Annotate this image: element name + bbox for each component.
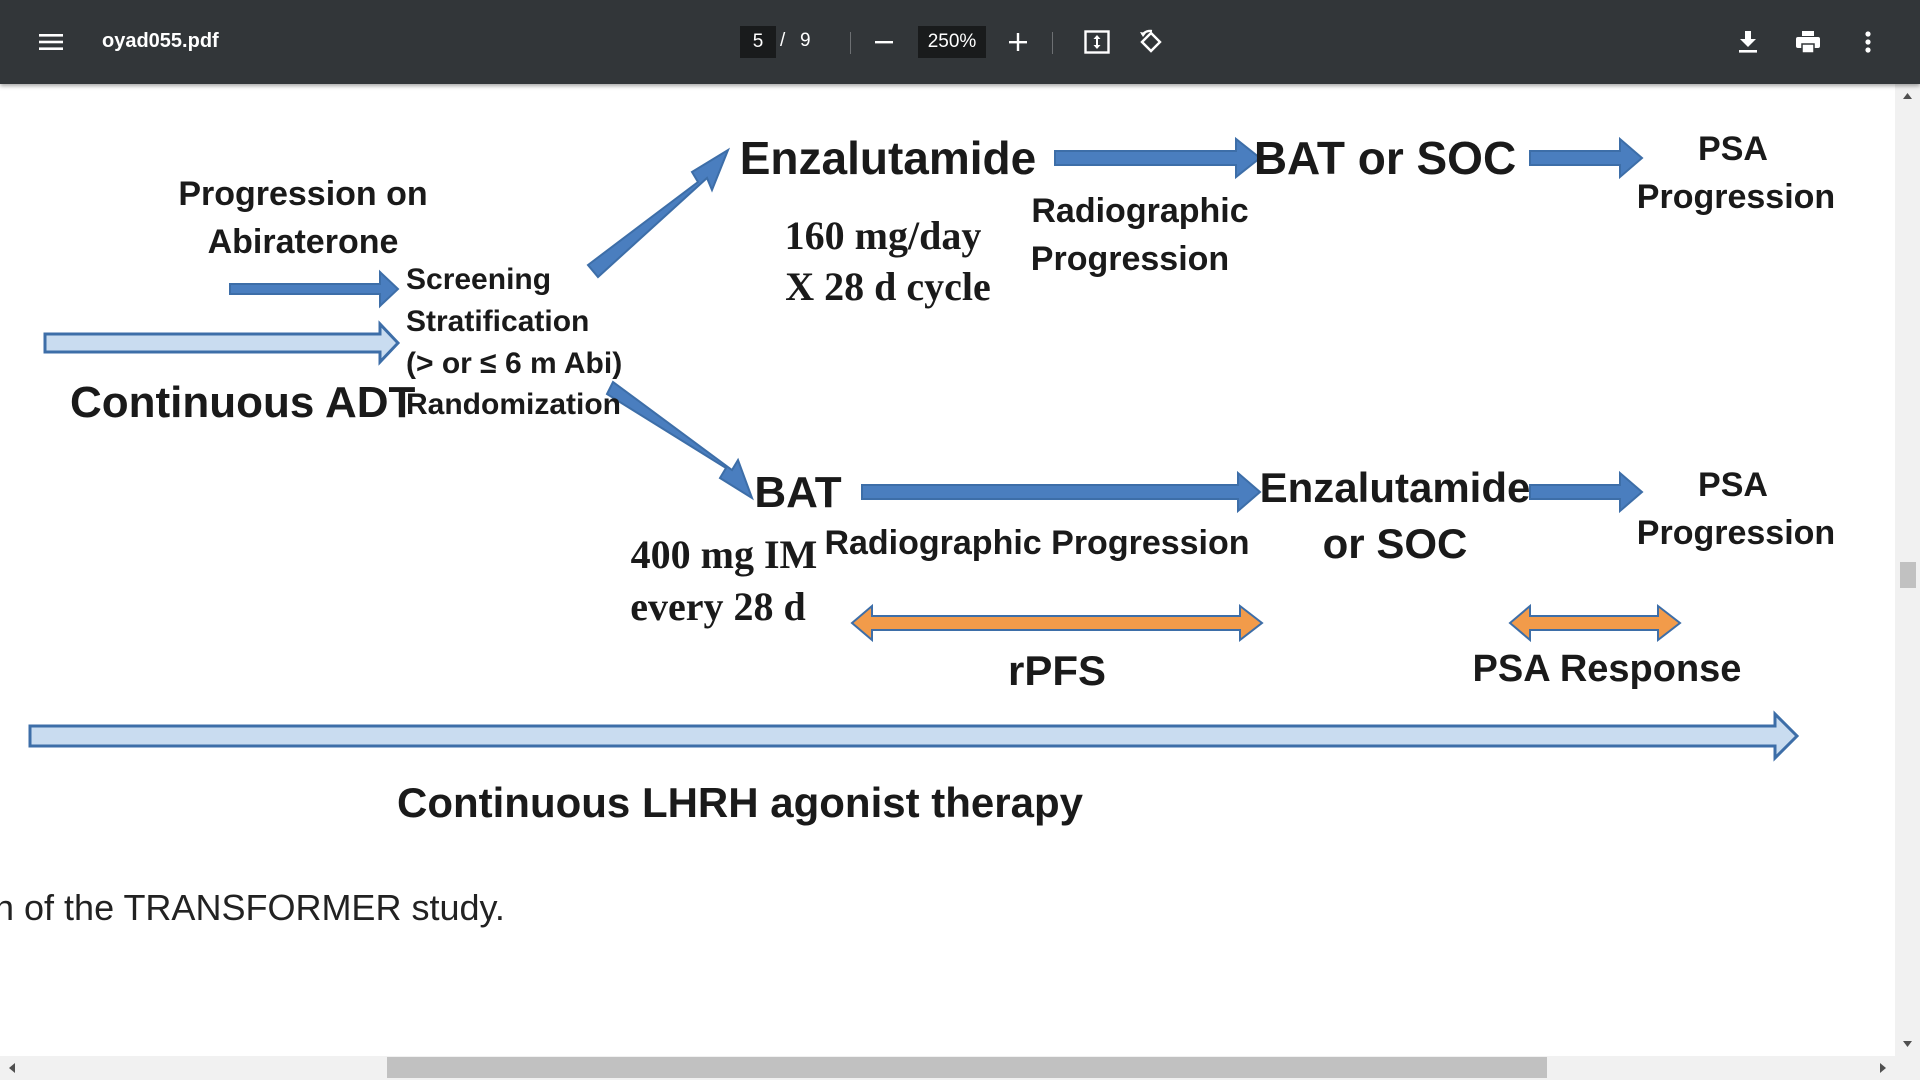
- abi-strat-label: (> or ≤ 6 m Abi): [406, 347, 622, 380]
- scroll-up-arrow-icon[interactable]: [1902, 92, 1913, 100]
- arm1-next-label: BAT or SOC: [1254, 132, 1516, 184]
- arm2-psa-arrow: [1529, 470, 1644, 514]
- page-total: 9: [800, 30, 811, 51]
- document-title: oyad055.pdf: [102, 30, 219, 52]
- arm2-next-line2: or SOC: [1323, 520, 1468, 567]
- hamburger-menu-icon[interactable]: [31, 22, 71, 62]
- more-vert-icon[interactable]: [1848, 22, 1888, 62]
- pdf-toolbar: oyad055.pdf 5 / 9 250%: [0, 0, 1920, 84]
- vertical-scrollbar[interactable]: [1895, 84, 1920, 1056]
- lhrh-label: Continuous LHRH agonist therapy: [397, 779, 1084, 826]
- arm1-psa-arrow: [1529, 136, 1644, 180]
- arm2-next-line1: Enzalutamide: [1260, 464, 1531, 511]
- pdf-page-view[interactable]: Progression on Abiraterone Continuous AD…: [0, 84, 1895, 1056]
- fit-page-icon[interactable]: [1077, 22, 1117, 62]
- screening-label: Screening: [406, 263, 551, 296]
- arm1-dose-line1: 160 mg/day: [785, 213, 982, 258]
- rpfs-double-arrow: [850, 603, 1264, 643]
- arm1-trigger-line1: Radiographic: [1031, 192, 1248, 230]
- abiraterone-label: Abiraterone: [208, 223, 399, 261]
- figure-caption: n of the TRANSFORMER study.: [0, 887, 505, 928]
- arm2-end-line1: PSA: [1698, 466, 1768, 504]
- arm1-dose-line2: X 28 d cycle: [785, 264, 991, 309]
- study-design-diagram: Progression on Abiraterone Continuous AD…: [28, 130, 1835, 826]
- scroll-down-arrow-icon[interactable]: [1902, 1040, 1913, 1048]
- arm2-trigger-label: Radiographic Progression: [824, 524, 1249, 562]
- print-icon[interactable]: [1788, 22, 1828, 62]
- arm2-end-line2: Progression: [1637, 514, 1835, 552]
- horizontal-scrollbar[interactable]: [0, 1056, 1895, 1080]
- randomize-down-arrow: [605, 380, 754, 501]
- zoom-level-input[interactable]: 250%: [918, 26, 986, 58]
- abiraterone-arrow: [229, 269, 400, 309]
- continuous-adt-label: Continuous ADT: [70, 378, 416, 427]
- arm1-end-line1: PSA: [1698, 130, 1768, 168]
- lhrh-arrow: [28, 710, 1800, 762]
- plus-icon[interactable]: [998, 22, 1038, 62]
- page-separator: /: [780, 30, 786, 51]
- psa-response-label: PSA Response: [1473, 648, 1742, 690]
- scroll-right-arrow-icon[interactable]: [1879, 1062, 1887, 1074]
- toolbar-divider: [850, 32, 851, 54]
- arm2-progression-arrow: [861, 470, 1262, 514]
- horizontal-scroll-thumb[interactable]: [387, 1057, 1547, 1078]
- arm1-trigger-line2: Progression: [1031, 240, 1229, 278]
- download-icon[interactable]: [1728, 22, 1768, 62]
- minus-icon[interactable]: [864, 22, 904, 62]
- arm2-dose-line2: every 28 d: [630, 584, 806, 629]
- page-number-input[interactable]: 5: [740, 26, 776, 58]
- randomization-label: Randomization: [406, 388, 621, 421]
- rotate-icon[interactable]: [1131, 22, 1171, 62]
- stratification-label: Stratification: [406, 305, 589, 338]
- psa-response-double-arrow: [1508, 603, 1682, 643]
- arm2-drug-label: BAT: [754, 468, 841, 517]
- arm1-drug-label: Enzalutamide: [740, 132, 1037, 184]
- arm1-progression-arrow: [1054, 136, 1262, 180]
- continuous-adt-arrow: [43, 320, 401, 366]
- progression-on-label: Progression on: [178, 175, 427, 213]
- scroll-left-arrow-icon[interactable]: [8, 1062, 16, 1074]
- scrollbar-corner: [1895, 1056, 1920, 1080]
- toolbar-divider: [1052, 32, 1053, 54]
- vertical-scroll-thumb[interactable]: [1900, 562, 1916, 588]
- randomize-up-arrow: [586, 147, 731, 279]
- arm2-dose-line1: 400 mg IM: [631, 532, 818, 577]
- arm1-end-line2: Progression: [1637, 178, 1835, 216]
- rpfs-label: rPFS: [1008, 647, 1106, 694]
